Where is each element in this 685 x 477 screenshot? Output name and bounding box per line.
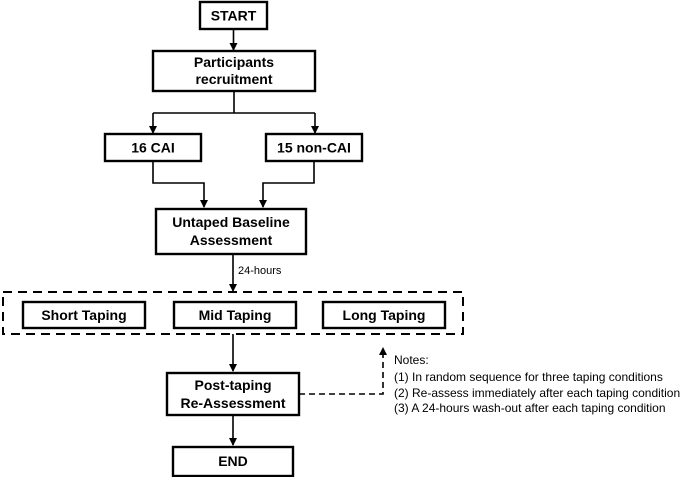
taping-conditions-group [2,291,464,335]
recruitment-node: Participants recruitment [151,49,317,93]
short-taping-label: Short Taping [41,307,126,323]
recruitment-label-line1: Participants [194,54,274,70]
long-taping-node: Long Taping [321,300,447,330]
mid-taping-node: Mid Taping [172,300,298,330]
interval-label: 24-hours [238,265,282,277]
baseline-label-line1: Untaped Baseline [172,214,290,230]
notes-block: Notes: (1) In random sequence for three … [394,353,680,415]
notes-title: Notes: [394,353,429,367]
notes-connector [299,347,387,395]
short-taping-node: Short Taping [21,300,147,330]
arrow-non-cai-to-baseline [259,161,315,208]
baseline-label-line2: Assessment [190,232,273,248]
non-cai-group-node: 15 non-CAI [264,132,364,163]
mid-taping-label: Mid Taping [199,307,272,323]
note-item-1: (1) In random sequence for three taping … [394,370,663,384]
baseline-node: Untaped Baseline Assessment [154,207,308,256]
end-node: END [171,445,295,477]
post-taping-node: Post-taping Re-Assessment [165,371,301,417]
long-taping-label: Long Taping [343,307,426,323]
note-item-3: (3) A 24-hours wash-out after each tapin… [394,401,666,415]
post-taping-label-line2: Re-Assessment [180,395,285,411]
post-taping-label-line1: Post-taping [195,377,272,393]
note-item-2: (2) Re-assess immediately after each tap… [394,386,680,400]
cai-group-node: 16 CAI [103,132,203,163]
start-node: START [198,0,269,31]
non-cai-label: 15 non-CAI [277,140,351,156]
arrow-cai-to-baseline [152,161,208,208]
recruitment-label-line2: recruitment [195,71,272,87]
end-label: END [218,453,248,469]
start-label: START [211,8,257,24]
cai-label: 16 CAI [131,140,175,156]
